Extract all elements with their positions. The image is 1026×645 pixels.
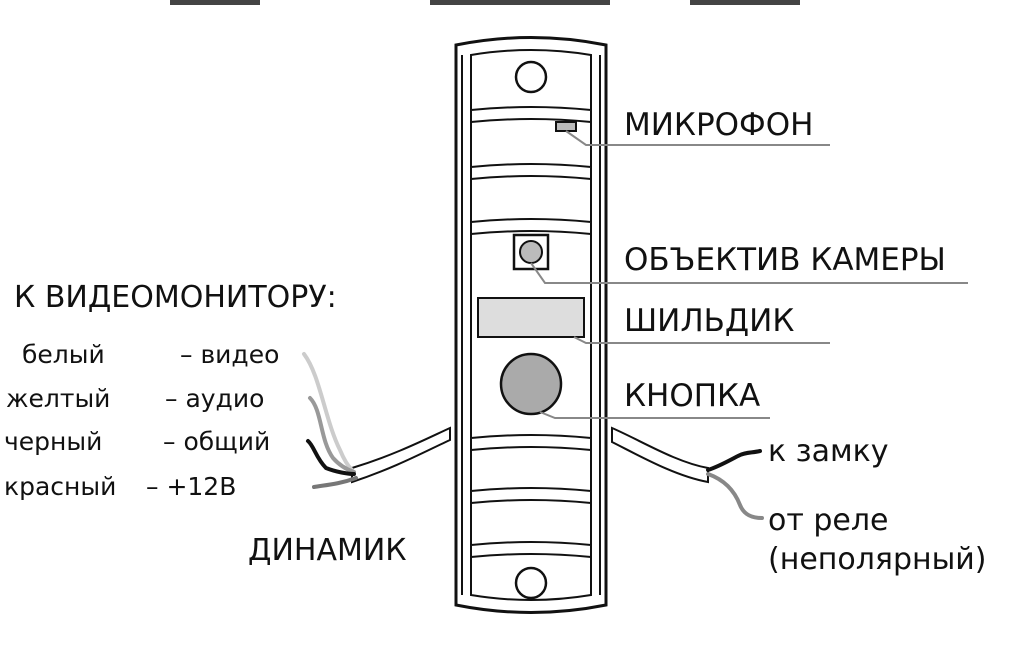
- wire-1: [308, 396, 356, 474]
- button-label: КНОПКА: [624, 378, 761, 414]
- wire-color-white: белый: [22, 340, 105, 369]
- camera-lens-label: ОБЪЕКТИВ КАМЕРЫ: [624, 242, 946, 278]
- bottom-screw-hole: [514, 566, 548, 600]
- wire-3: [312, 476, 358, 489]
- non-polar-label: (неполярный): [768, 542, 987, 577]
- nameplate-label: ШИЛЬДИК: [624, 303, 795, 339]
- wire-color-red: красный: [4, 472, 117, 501]
- to-monitor-heading: К ВИДЕОМОНИТОРУ:: [14, 280, 337, 315]
- wire-color-black: черный: [4, 427, 103, 456]
- microphone-slot: [555, 121, 577, 132]
- nameplate-plate: [477, 297, 585, 338]
- right-cable: [611, 426, 709, 484]
- header-cutoff: [170, 0, 800, 5]
- top-screw-hole: [514, 60, 548, 94]
- wire-0: [302, 352, 354, 472]
- wire-signal-video: – видео: [180, 340, 280, 369]
- call-button: [499, 352, 563, 416]
- lock-wires: [706, 449, 764, 520]
- wire-signal-audio: – аудио: [165, 384, 265, 413]
- left-cable: [351, 426, 451, 484]
- monitor-wires: [302, 352, 358, 489]
- to-lock-label: к замку: [768, 434, 889, 469]
- from-relay-label: от реле: [768, 503, 889, 538]
- wire-signal-common: – общий: [163, 427, 271, 456]
- wire-2: [306, 439, 356, 476]
- speaker-label: ДИНАМИК: [248, 533, 407, 568]
- camera-lens: [512, 233, 550, 271]
- wire-color-yellow: желтый: [6, 384, 111, 413]
- panel-ribs: [470, 106, 592, 559]
- wire-signal-power: – +12В: [146, 472, 237, 501]
- microphone-label: МИКРОФОН: [624, 107, 814, 143]
- leader-lines: [530, 130, 968, 419]
